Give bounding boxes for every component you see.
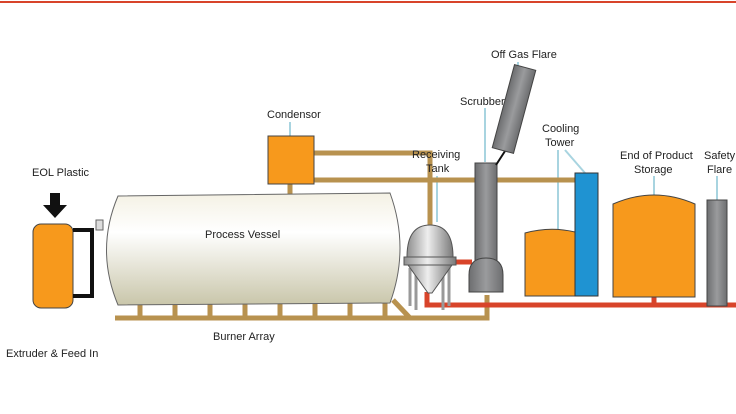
label-burner-array: Burner Array bbox=[213, 331, 275, 343]
safety-flare bbox=[706, 199, 728, 307]
label-extruder: Extruder & Feed In bbox=[6, 348, 98, 360]
label-storage-1: End of Product bbox=[620, 150, 693, 162]
condensor bbox=[267, 135, 315, 185]
scrubber-column bbox=[474, 162, 498, 274]
label-process-vessel: Process Vessel bbox=[205, 229, 280, 241]
top-rule bbox=[0, 1, 736, 3]
end-of-product-storage bbox=[612, 194, 696, 298]
label-scrubber: Scrubber bbox=[460, 96, 505, 108]
vessel-nozzle bbox=[95, 219, 104, 231]
label-safety-flare-1: Safety bbox=[704, 150, 736, 162]
label-storage-2: Storage bbox=[634, 164, 673, 176]
label-receiving-tank-1: Receiving bbox=[412, 149, 460, 161]
label-cooling-tower-2: Tower bbox=[545, 137, 575, 149]
cooling-tower bbox=[574, 172, 599, 297]
label-eol-plastic: EOL Plastic bbox=[32, 167, 90, 179]
eol-plastic-arrow-icon bbox=[43, 193, 67, 218]
label-condensor: Condensor bbox=[267, 109, 321, 121]
extruder bbox=[32, 223, 74, 309]
receiving-tank bbox=[403, 224, 457, 310]
leader-lines bbox=[289, 62, 718, 230]
label-receiving-tank-2: Tank bbox=[426, 163, 450, 175]
extruder-feed-pipe bbox=[73, 228, 94, 298]
process-vessel bbox=[106, 192, 401, 306]
scrubber-base bbox=[468, 257, 504, 293]
cooling-storage-tank bbox=[524, 228, 576, 297]
label-cooling-tower-1: Cooling bbox=[542, 123, 579, 135]
label-off-gas-flare: Off Gas Flare bbox=[491, 49, 557, 61]
off-gas-flare bbox=[491, 64, 537, 154]
label-safety-flare-2: Flare bbox=[707, 164, 732, 176]
